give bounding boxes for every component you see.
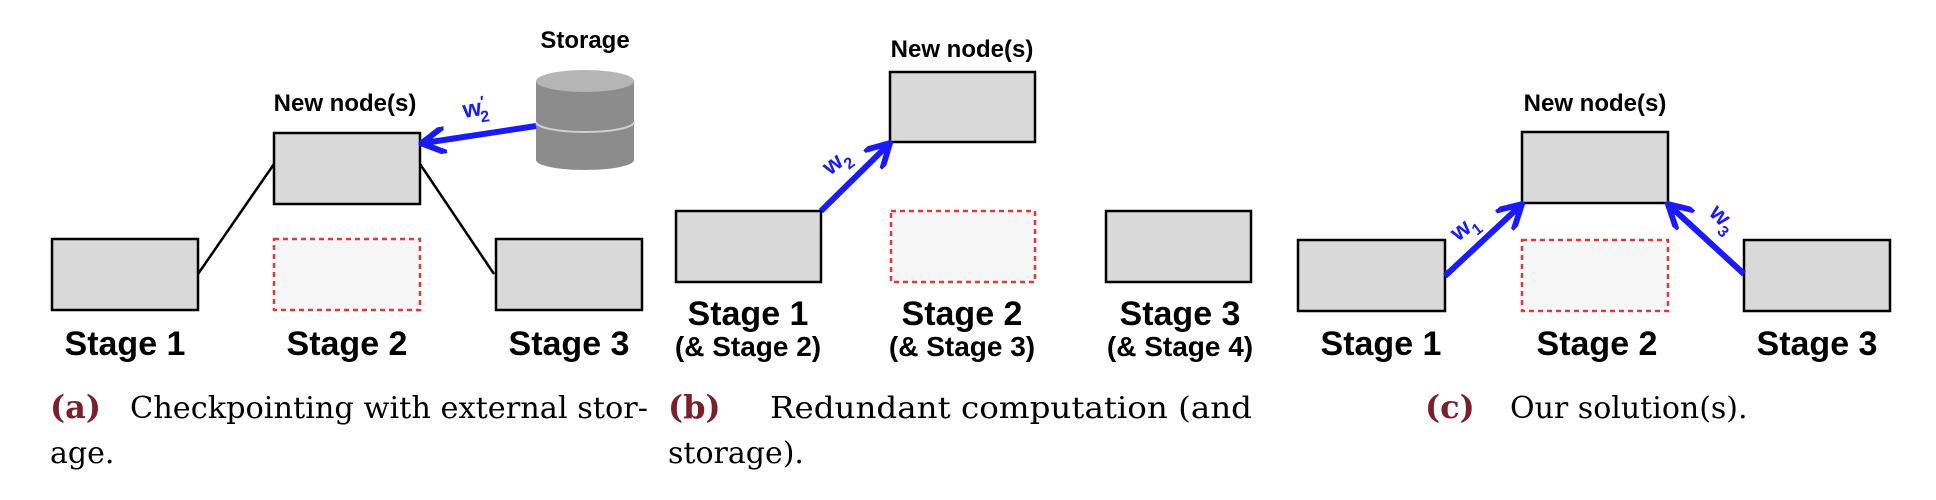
stage2-sublabel: (& Stage 3) [889,331,1035,362]
caption-b-letter: (b) [668,388,721,426]
new-node [272,131,422,206]
stage2-label: Stage 2 [287,325,408,363]
stage1-node [674,209,823,284]
failed-stage2-node [1520,238,1670,313]
stage3-label: Stage 3 [1757,325,1878,363]
caption-a-letter: (a) [50,388,101,426]
caption-b-line1: Redundant computation (and [770,391,1252,426]
stage2-label: Stage 2 [902,295,1023,333]
stage1-node [50,237,200,312]
stage3-node [1742,238,1892,313]
failed-stage2-node [889,209,1037,284]
stage3-node [1104,209,1253,284]
link-stage1-newnode [196,163,276,275]
storage-label: Storage [540,27,629,54]
stage3-node [494,237,644,312]
stage1-label: Stage 1 [1321,325,1442,363]
transfer-arrow-w1 [1442,206,1520,279]
panel-c: w1 w3 New node(s) Stage 1 Stage 2 Stage … [1296,90,1892,426]
new-node [888,70,1037,144]
transfer-arrow-w3 [1670,206,1747,277]
caption-c-letter: (c) [1425,388,1475,426]
stage3-label: Stage 3 [509,325,630,363]
stage1-sublabel: (& Stage 2) [675,331,821,362]
weight-label-w3: w3 [1700,198,1743,241]
stage3-sublabel: (& Stage 4) [1107,331,1253,362]
weight-label-w2-prime: w′2 [460,93,491,129]
stage3-label: Stage 3 [1120,295,1241,333]
new-node [1520,130,1670,205]
panel-a: Storage New node(s) w′2 Stage 1 Stage 2 … [50,27,648,471]
stage1-node [1296,238,1447,313]
storage-icon [535,70,635,170]
caption-c-text: Our solution(s). [1510,391,1748,426]
stage1-label: Stage 1 [65,325,186,363]
new-node-label: New node(s) [1524,90,1667,117]
failed-stage2-node [272,237,422,312]
new-node-label: New node(s) [274,90,417,117]
panel-b: w2 New node(s) Stage 1 (& Stage 2) Stage… [668,36,1253,471]
link-newnode-stage3 [418,163,496,275]
caption-a-line2: age. [50,436,114,471]
stage2-label: Stage 2 [1537,325,1658,363]
new-node-label: New node(s) [891,36,1034,63]
restore-arrow [818,145,888,214]
restore-arrow [424,123,537,143]
caption-a-line1: Checkpointing with external stor- [130,391,648,426]
stage1-label: Stage 1 [688,295,809,333]
caption-b-line2: storage). [668,436,804,471]
